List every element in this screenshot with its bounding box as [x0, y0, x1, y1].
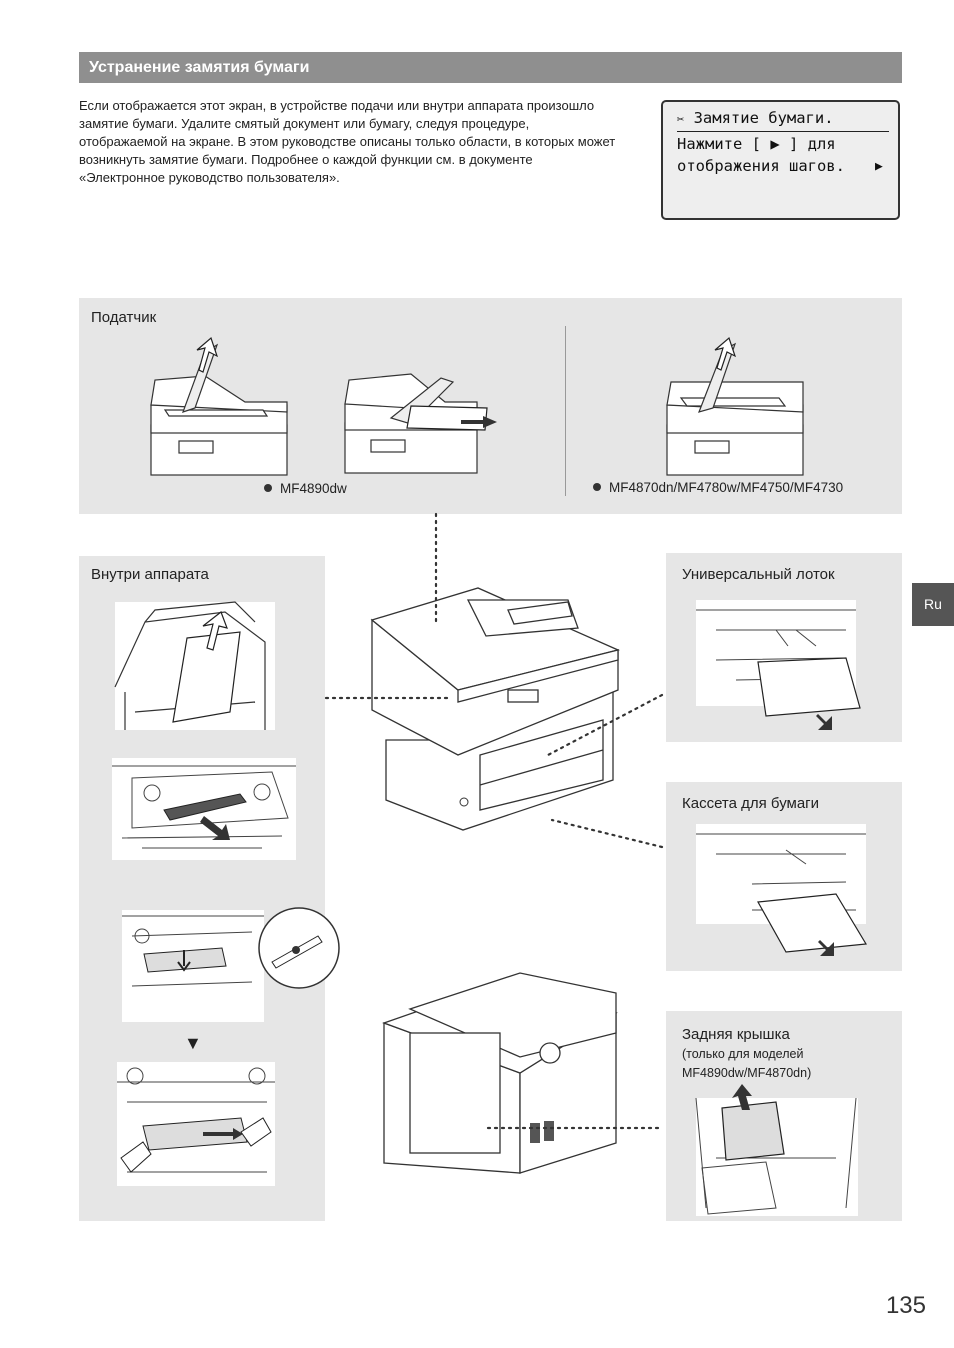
language-tab-ru: Ru	[912, 583, 954, 626]
page-number: 135	[870, 1292, 926, 1320]
